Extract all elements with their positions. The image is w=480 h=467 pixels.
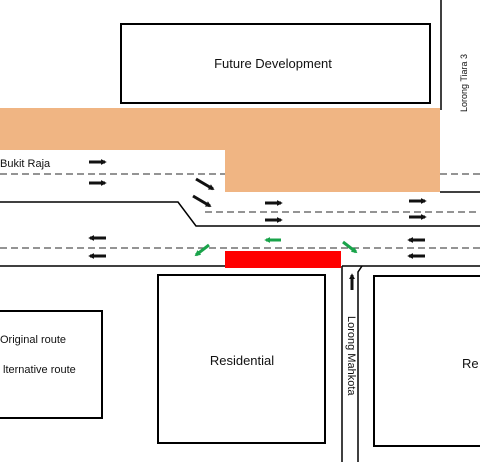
original-arrow bbox=[195, 177, 215, 191]
bukit-raja-label: Bukit Raja bbox=[0, 158, 51, 170]
future-development-label: Future Development bbox=[214, 56, 332, 71]
legend-alternative-route: lternative route bbox=[3, 364, 76, 376]
alternative-arrow bbox=[194, 243, 210, 257]
original-route-arrows bbox=[88, 159, 427, 290]
residential-left-block bbox=[157, 274, 326, 444]
road-edge-taper bbox=[0, 201, 480, 227]
alternative-route-arrows bbox=[194, 237, 358, 257]
lorong-tiara-label: Lorong Tiara 3 bbox=[459, 54, 469, 112]
lorong-mahkota-road-edge-right bbox=[357, 265, 363, 462]
legend-box bbox=[0, 310, 103, 419]
future-development-block bbox=[120, 23, 431, 104]
residential-right-block bbox=[373, 275, 480, 447]
closed-road-segment bbox=[225, 251, 341, 268]
original-arrow bbox=[192, 194, 212, 208]
alternative-arrow bbox=[342, 240, 358, 254]
residential-left-label: Residential bbox=[210, 353, 274, 368]
lorong-mahkota-label: Lorong Mahkota bbox=[345, 316, 357, 396]
legend-original-route: Original route bbox=[0, 334, 66, 346]
construction-zone bbox=[0, 108, 440, 192]
residential-right-label: Re bbox=[462, 356, 479, 371]
